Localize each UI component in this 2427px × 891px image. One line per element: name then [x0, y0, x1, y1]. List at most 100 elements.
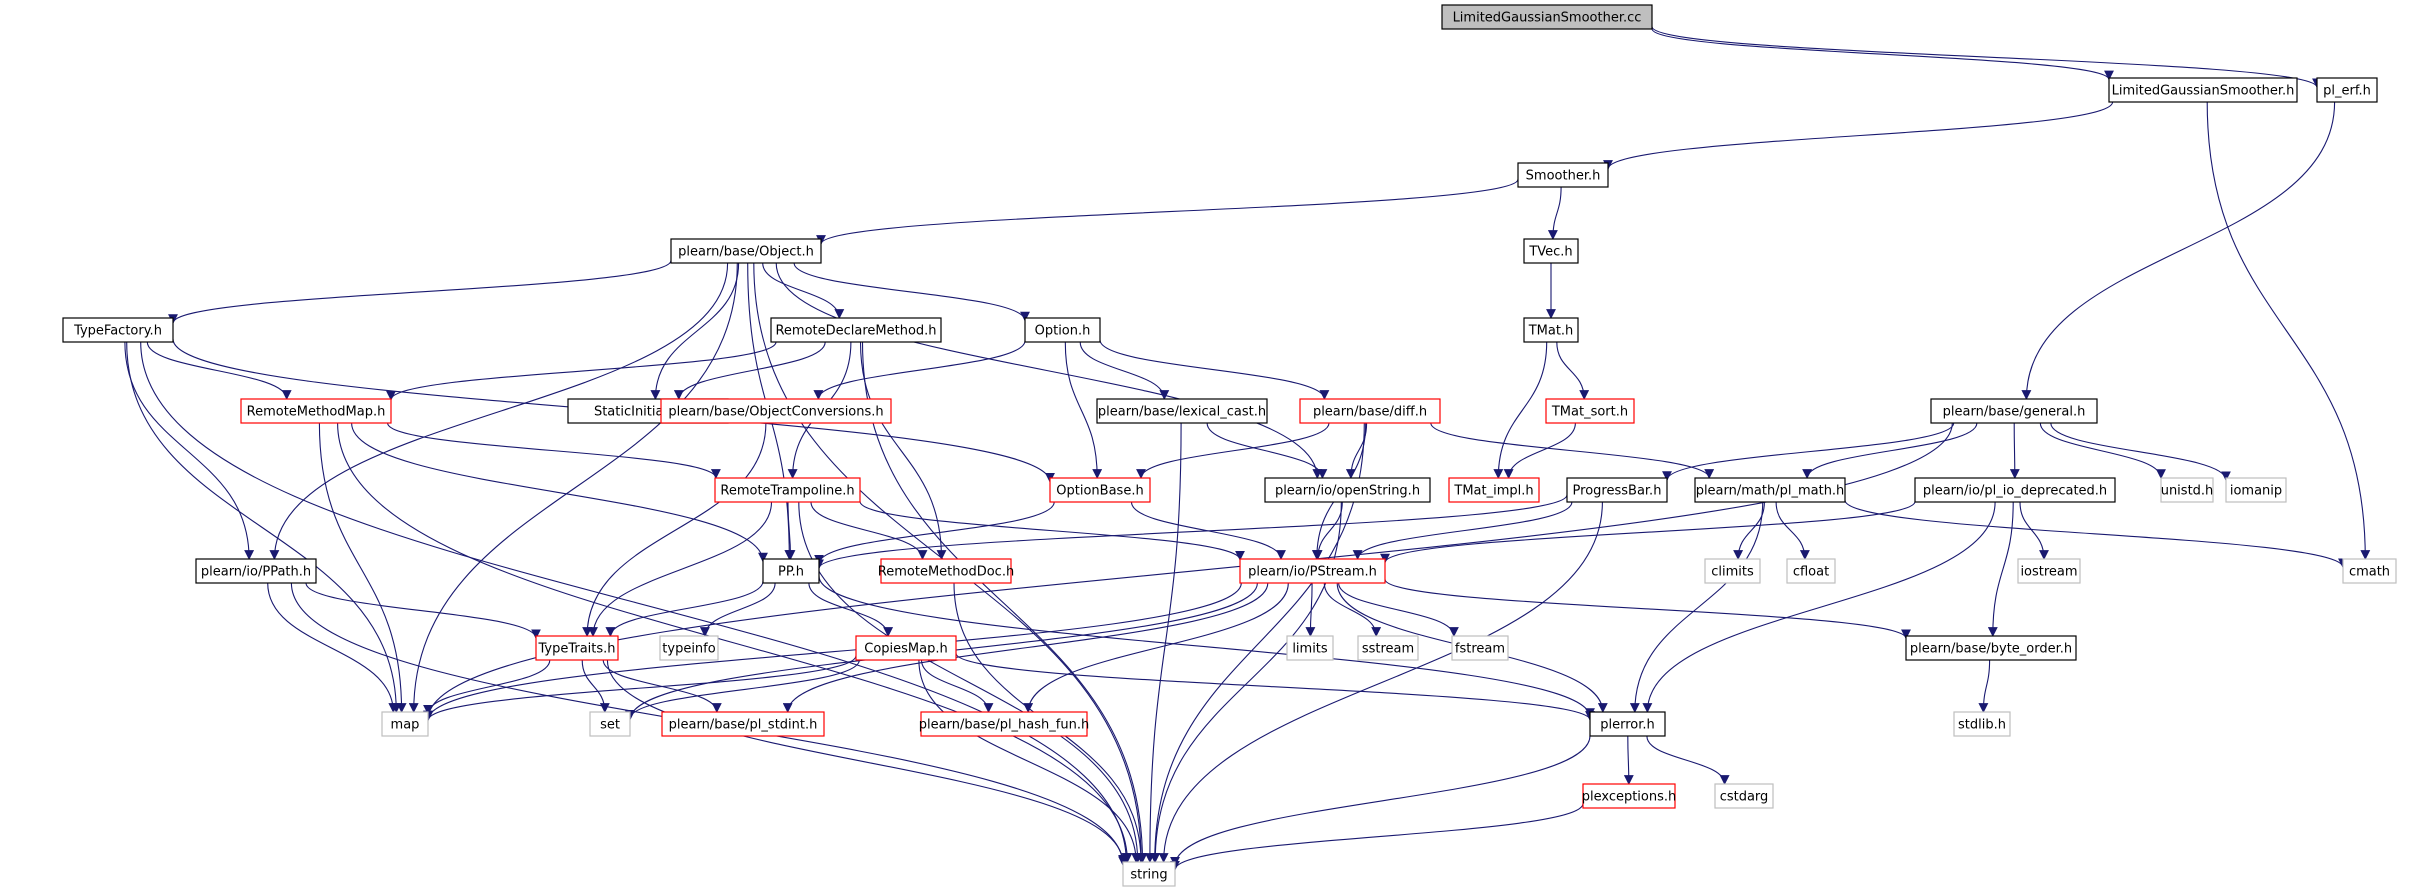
node-box-lgs_cc	[1441, 4, 1653, 30]
node-label-remotemethodmap: RemoteMethodMap.h	[247, 405, 386, 420]
edge-tmat-to-tmatsort	[1556, 341, 1590, 400]
edge-remotedeclare-to-string	[861, 341, 1148, 863]
edge-pliodep-to-byteorder	[1987, 501, 2014, 637]
edge-general-to-map	[423, 422, 1953, 721]
edge-plmath-to-plerror	[1629, 501, 1764, 713]
node-label-pl_erf: pl_erf.h	[2323, 84, 2371, 99]
node-diff[interactable]: plearn/base/diff.h	[1299, 398, 1441, 424]
edge-progressbar-to-pp	[814, 494, 1568, 570]
edge-tmat-to-tmatimpl	[1493, 341, 1548, 479]
node-plhashfun[interactable]: plearn/base/pl_hash_fun.h	[919, 711, 1089, 737]
node-tvec[interactable]: TVec.h	[1523, 238, 1579, 264]
node-box-general	[1930, 398, 2098, 424]
node-lgs_cc[interactable]: LimitedGaussianSmoother.cc	[1441, 4, 1653, 30]
edge-objconv-to-typetraits	[582, 422, 767, 637]
node-remotetramp[interactable]: RemoteTrampoline.h	[714, 477, 861, 503]
node-label-map: map	[391, 718, 420, 733]
node-label-tvec: TVec.h	[1528, 245, 1572, 260]
edge-lgs_h-to-smoother	[1603, 101, 2114, 170]
edge-pstream-to-byteorder	[1384, 578, 1911, 640]
node-general[interactable]: plearn/base/general.h	[1930, 398, 2098, 424]
node-box-plhashfun	[920, 711, 1088, 737]
edge-general-to-progressbar	[1662, 422, 1955, 482]
node-object[interactable]: plearn/base/Object.h	[670, 238, 822, 264]
node-pp[interactable]: PP.h	[762, 558, 820, 584]
edge-option-to-diff	[1099, 339, 1330, 400]
edge-typetraits-to-set	[581, 659, 610, 713]
edge-ppath-to-typetraits	[305, 582, 541, 640]
edge-option-to-objconv	[813, 340, 1026, 400]
node-byteorder[interactable]: plearn/base/byte_order.h	[1905, 635, 2077, 661]
node-label-option: Option.h	[1035, 324, 1091, 339]
edge-lgs_h-to-cmath	[2206, 101, 2371, 560]
node-tmatimpl[interactable]: TMat_impl.h	[1448, 477, 1540, 503]
node-pl_erf[interactable]: pl_erf.h	[2316, 77, 2378, 103]
node-label-remotetramp: RemoteTrampoline.h	[720, 484, 854, 499]
node-plexceptions[interactable]: plexceptions.h	[1582, 783, 1677, 809]
node-plerror[interactable]: plerror.h	[1589, 711, 1666, 737]
node-sstream: sstream	[1357, 635, 1419, 661]
node-box-sstream	[1357, 635, 1419, 661]
node-objconv[interactable]: plearn/base/ObjectConversions.h	[660, 398, 892, 424]
node-unistd: unistd.h	[2160, 477, 2214, 503]
edge-remotemethodmap-to-string	[337, 422, 1133, 863]
edge-remotetramp-to-typetraits	[588, 501, 773, 637]
node-remotedeclare[interactable]: RemoteDeclareMethod.h	[770, 317, 942, 343]
node-box-tmatsort	[1545, 398, 1635, 424]
edge-pstream-to-sstream	[1323, 582, 1382, 637]
node-option[interactable]: Option.h	[1024, 317, 1101, 343]
edge-object-to-option	[793, 262, 1030, 322]
node-ppath[interactable]: plearn/io/PPath.h	[195, 558, 317, 584]
edge-lgs_cc-to-lgs_h	[1651, 28, 2114, 81]
node-label-pp: PP.h	[778, 565, 804, 580]
node-label-ppath: plearn/io/PPath.h	[201, 565, 311, 580]
node-box-smoother	[1517, 162, 1609, 188]
node-lgs_h[interactable]: LimitedGaussianSmoother.h	[2108, 77, 2298, 103]
node-label-diff: plearn/base/diff.h	[1313, 405, 1427, 420]
node-optionbase[interactable]: OptionBase.h	[1049, 477, 1151, 503]
node-box-plerror	[1589, 711, 1666, 737]
node-remotemethodmap[interactable]: RemoteMethodMap.h	[240, 398, 392, 424]
edge-object-to-typefactory	[168, 260, 672, 325]
node-box-plstdint	[661, 711, 825, 737]
edge-lgs_cc-to-pl_erf	[1651, 26, 2322, 89]
node-box-plmath	[1694, 477, 1846, 503]
node-plmath[interactable]: plearn/math/pl_math.h	[1694, 477, 1846, 503]
node-label-byteorder: plearn/base/byte_order.h	[1910, 642, 2072, 657]
node-label-fstream: fstream	[1455, 642, 1505, 657]
node-typetraits[interactable]: TypeTraits.h	[535, 635, 619, 661]
node-remotemethoddoc[interactable]: RemoteMethodDoc.h	[878, 558, 1014, 584]
node-label-cfloat: cfloat	[1793, 565, 1829, 580]
node-label-plerror: plerror.h	[1600, 718, 1655, 733]
node-label-plexceptions: plexceptions.h	[1582, 790, 1677, 805]
node-tmatsort[interactable]: TMat_sort.h	[1545, 398, 1635, 424]
node-progressbar[interactable]: ProgressBar.h	[1566, 477, 1668, 503]
node-smoother[interactable]: Smoother.h	[1517, 162, 1609, 188]
node-typefactory[interactable]: TypeFactory.h	[62, 317, 174, 343]
node-box-iostream	[2017, 558, 2081, 584]
node-iomanip: iomanip	[2225, 477, 2287, 503]
node-label-smoother: Smoother.h	[1526, 169, 1601, 184]
node-label-climits: climits	[1711, 565, 1754, 580]
node-copiesmap[interactable]: CopiesMap.h	[855, 635, 957, 661]
node-label-sstream: sstream	[1362, 642, 1414, 657]
edge-plmath-to-climits	[1733, 501, 1765, 560]
node-pstream[interactable]: plearn/io/PStream.h	[1239, 558, 1386, 584]
node-box-set	[589, 711, 631, 737]
node-box-remotetramp	[714, 477, 861, 503]
node-box-tmatimpl	[1448, 477, 1540, 503]
node-box-lgs_h	[2108, 77, 2298, 103]
node-label-iomanip: iomanip	[2230, 484, 2282, 499]
node-plstdint[interactable]: plearn/base/pl_stdint.h	[661, 711, 825, 737]
node-box-optionbase	[1049, 477, 1151, 503]
node-box-typeinfo	[659, 635, 719, 661]
node-lexcast[interactable]: plearn/base/lexical_cast.h	[1096, 398, 1268, 424]
node-label-plmath: plearn/math/pl_math.h	[1696, 484, 1845, 499]
edge-diff-to-optionbase	[1136, 422, 1330, 479]
node-pliodep[interactable]: plearn/io/pl_io_deprecated.h	[1914, 477, 2116, 503]
node-label-pliodep: plearn/io/pl_io_deprecated.h	[1923, 484, 2107, 499]
node-tmat[interactable]: TMat.h	[1523, 317, 1579, 343]
edge-pliodep-to-plerror	[1642, 501, 1996, 713]
node-openstring[interactable]: plearn/io/openString.h	[1264, 477, 1431, 503]
node-limits: limits	[1286, 635, 1334, 661]
